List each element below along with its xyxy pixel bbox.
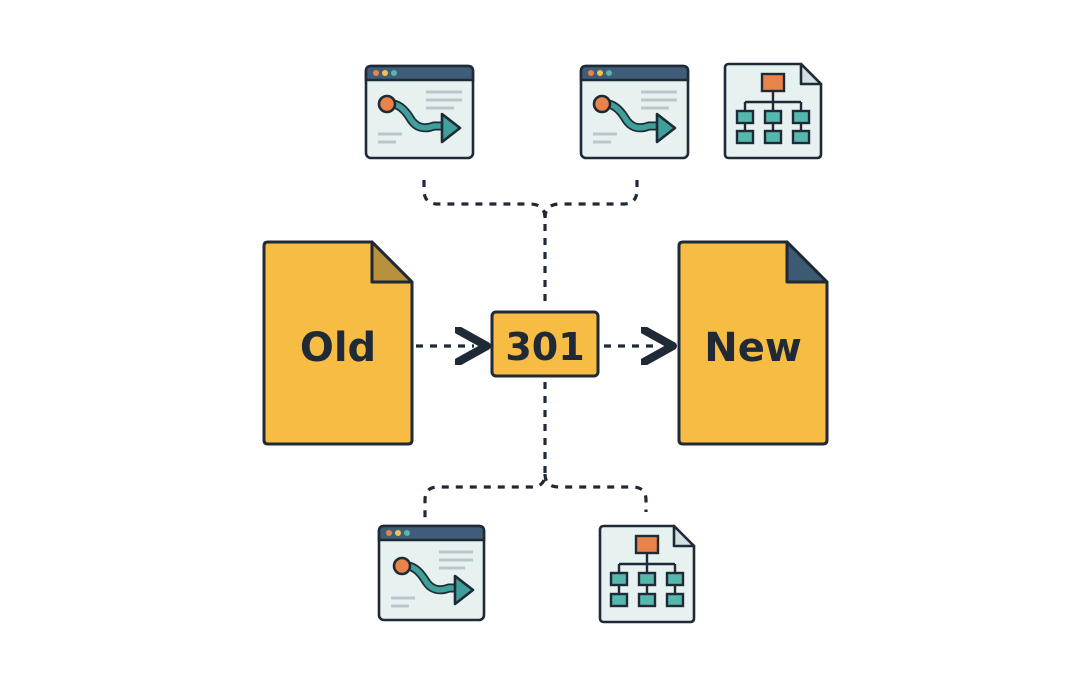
new-page-document: New — [677, 240, 829, 446]
document-icon — [262, 240, 414, 446]
sitemap-document-icon — [723, 62, 823, 160]
old-page-document: Old — [262, 240, 414, 446]
page-fold-icon — [785, 240, 829, 284]
connector-lines — [416, 180, 660, 518]
new-page-label: New — [704, 325, 802, 371]
sitemap-document-icon — [598, 524, 696, 624]
redirect-box-shape — [490, 310, 600, 378]
connector-top-left — [422, 180, 547, 306]
browser-redirect-icon — [377, 524, 486, 622]
redirect-301-box: 301 — [490, 310, 600, 378]
page-fold-icon — [370, 240, 414, 284]
connector-bottom-right — [543, 473, 648, 512]
browser-redirect-icon — [364, 64, 475, 160]
connector-top-right — [543, 180, 639, 219]
old-page-label: Old — [300, 325, 376, 371]
browser-redirect-icon — [579, 64, 690, 160]
document-icon — [677, 240, 829, 446]
connector-bottom-left — [423, 382, 547, 518]
redirect-301-label: 301 — [505, 325, 584, 369]
